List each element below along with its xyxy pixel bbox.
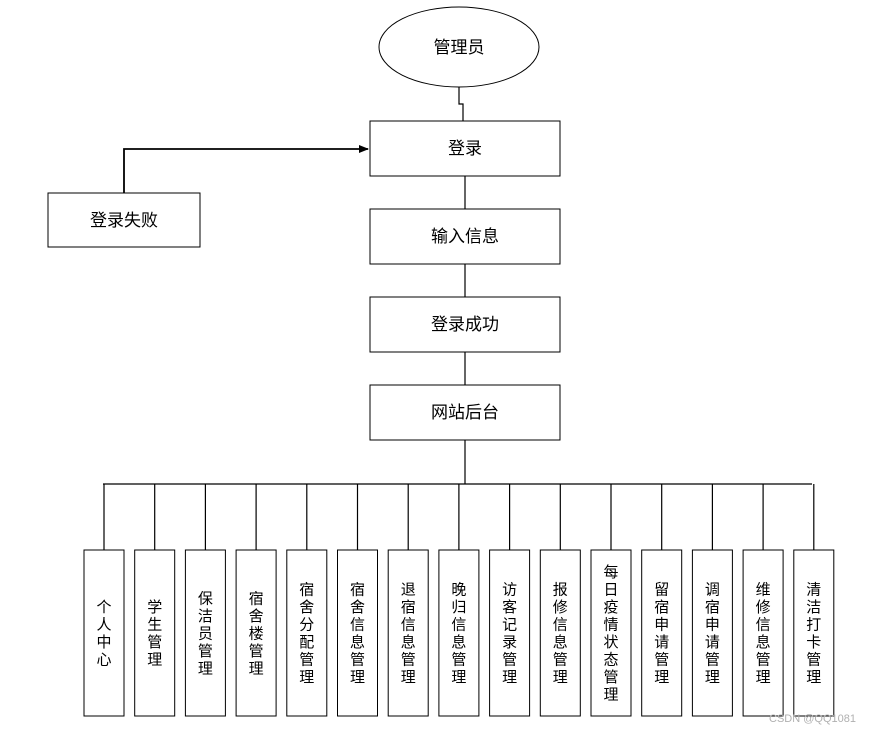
module-box xyxy=(134,549,176,717)
module-label: 留宿申请管理 xyxy=(654,581,669,687)
module-label: 个人中心 xyxy=(96,598,111,669)
module-box xyxy=(286,549,328,717)
node-backend-label: 网站后台 xyxy=(431,403,499,423)
module-label: 宿舍信息管理 xyxy=(350,581,365,687)
module-box xyxy=(489,549,531,717)
node-login-fail-label: 登录失败 xyxy=(90,211,158,231)
module-list: 个人中心 学生管理 保洁员管理 宿舍楼管理 宿舍分配管理 宿舍信息管理 退宿信息管理 晚归信息… xyxy=(83,484,835,717)
node-input-info: 输入信息 xyxy=(369,208,561,265)
node-login: 登录 xyxy=(369,120,561,177)
module-node: 保洁员管理 xyxy=(184,484,226,717)
module-node: 退宿信息管理 xyxy=(387,484,429,717)
node-login-fail: 登录失败 xyxy=(47,192,201,248)
module-node: 报修信息管理 xyxy=(539,484,581,717)
connector-fail-login xyxy=(123,145,369,193)
module-box xyxy=(793,549,835,717)
node-backend: 网站后台 xyxy=(369,384,561,441)
module-box xyxy=(691,549,733,717)
module-node: 晚归信息管理 xyxy=(438,484,480,717)
module-box xyxy=(742,549,784,717)
module-box xyxy=(387,549,429,717)
module-label: 访客记录管理 xyxy=(502,581,517,687)
node-admin-label: 管理员 xyxy=(434,38,485,58)
module-label: 退宿信息管理 xyxy=(401,581,416,687)
module-node: 宿舍分配管理 xyxy=(286,484,328,717)
module-label: 学生管理 xyxy=(147,598,162,669)
module-node: 清洁打卡管理 xyxy=(793,484,835,717)
module-box xyxy=(83,549,125,717)
node-input-info-label: 输入信息 xyxy=(431,227,499,247)
module-label: 报修信息管理 xyxy=(553,581,568,687)
connector-root-login xyxy=(458,87,464,121)
module-node: 留宿申请管理 xyxy=(641,484,683,717)
node-admin: 管理员 xyxy=(378,6,540,88)
module-node: 宿舍信息管理 xyxy=(337,484,378,717)
module-box xyxy=(438,549,480,717)
module-box xyxy=(641,549,683,717)
module-node: 调宿申请管理 xyxy=(691,484,733,717)
module-label: 晚归信息管理 xyxy=(451,581,466,687)
module-box xyxy=(539,549,581,717)
module-label: 调宿申请管理 xyxy=(705,581,720,687)
module-box xyxy=(184,549,226,717)
node-login-label: 登录 xyxy=(448,139,482,159)
module-node: 学生管理 xyxy=(134,484,176,717)
watermark: CSDN @QQ1081 xyxy=(769,713,856,725)
module-label: 宿舍楼管理 xyxy=(249,589,264,677)
module-box xyxy=(337,549,378,717)
module-node: 每日疫情状态管理 xyxy=(590,484,632,717)
node-login-success-label: 登录成功 xyxy=(431,315,499,335)
module-box xyxy=(235,549,277,717)
module-label: 清洁打卡管理 xyxy=(806,581,821,687)
module-label: 每日疫情状态管理 xyxy=(603,563,618,704)
module-node: 个人中心 xyxy=(83,484,125,717)
node-login-success: 登录成功 xyxy=(369,296,561,353)
module-label: 宿舍分配管理 xyxy=(299,581,314,687)
module-node: 访客记录管理 xyxy=(489,484,531,717)
module-label: 维修信息管理 xyxy=(756,581,771,687)
module-label: 保洁员管理 xyxy=(198,589,213,677)
module-node: 维修信息管理 xyxy=(742,484,784,717)
module-box xyxy=(590,549,632,717)
module-node: 宿舍楼管理 xyxy=(235,484,277,717)
